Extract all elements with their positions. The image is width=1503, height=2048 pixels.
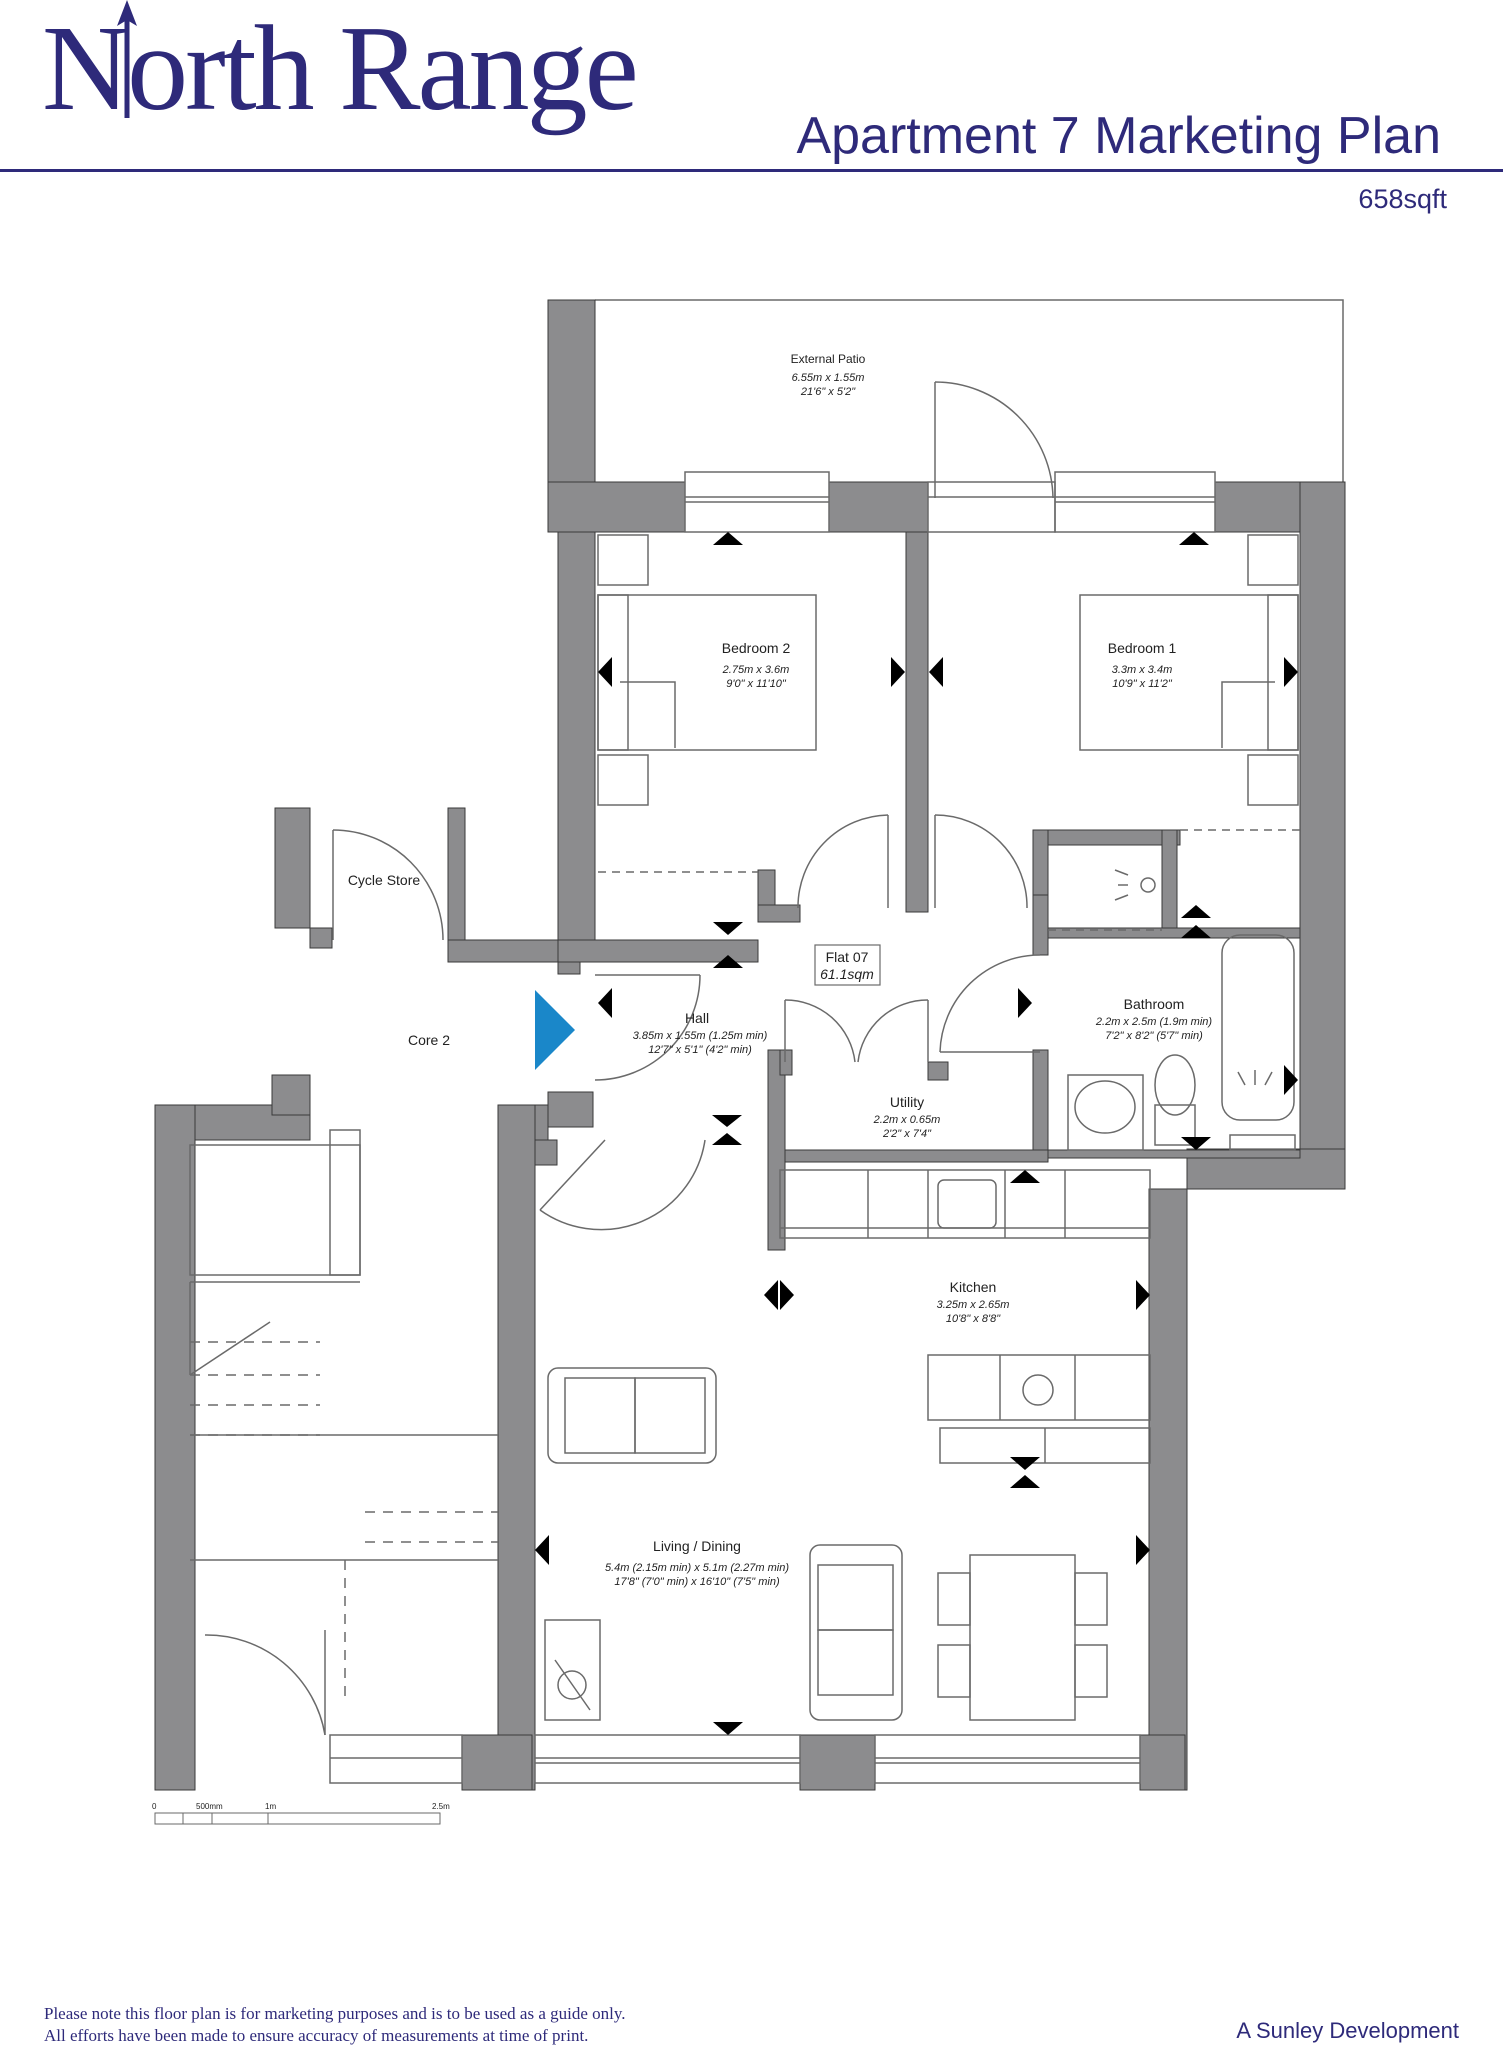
scale-2-5m: 2.5m [432, 1802, 450, 1811]
patio-metric: 6.55m x 1.55m [792, 372, 865, 384]
dimension-markers [535, 532, 1298, 1735]
hall-imperial: 12'7" x 5'1" (4'2" min) [648, 1044, 752, 1056]
brand-arrow-icon [117, 0, 137, 118]
disclaimer-line-2: All efforts have been made to ensure acc… [44, 2026, 589, 2045]
disclaimer: Please note this floor plan is for marke… [44, 2003, 626, 2047]
living-metric: 5.4m (2.15m min) x 5.1m (2.27m min) [605, 1562, 789, 1574]
bath [1221, 934, 1295, 1121]
sofa [547, 1367, 717, 1464]
bedroom2-name: Bedroom 2 [722, 640, 791, 656]
brand-logo: North Range [42, 1, 639, 136]
patio-outline [595, 299, 1344, 482]
patio-name: External Patio [791, 352, 866, 366]
bathroom-name: Bathroom [1124, 996, 1185, 1012]
scale-500mm: 500mm [196, 1802, 223, 1811]
living-name: Living / Dining [653, 1538, 741, 1554]
plan-title: Apartment 7 Marketing Plan [796, 107, 1441, 165]
kitchen-units [779, 1169, 1151, 1239]
utility-metric: 2.2m x 0.65m [873, 1114, 941, 1126]
room-labels: External Patio 6.55m x 1.55m 21'6" x 5'2… [348, 352, 1213, 1588]
hall-metric: 3.85m x 1.55m (1.25m min) [633, 1030, 768, 1042]
kitchen-name: Kitchen [950, 1279, 997, 1295]
hall-name: Hall [685, 1010, 709, 1026]
flat-label-box [814, 944, 881, 986]
doors [204, 381, 1054, 1736]
scale-bar: 0 500mm 1m 2.5m [152, 1802, 450, 1825]
cycle-store-name: Cycle Store [348, 872, 421, 888]
bedroom1-metric: 3.3m x 3.4m [1112, 664, 1173, 676]
dining-table [969, 1554, 1076, 1721]
windows [329, 471, 1216, 1784]
bedroom2-metric: 2.75m x 3.6m [722, 664, 790, 676]
walls [154, 299, 1346, 1791]
kitchen-imperial: 10'8" x 8'8" [946, 1313, 1001, 1325]
bedroom1-name: Bedroom 1 [1108, 640, 1177, 656]
core-name: Core 2 [408, 1032, 450, 1048]
utility-name: Utility [890, 1094, 924, 1110]
furniture [189, 534, 1300, 1721]
entrance-marker [535, 990, 575, 1070]
living-imperial: 17'8" (7'0" min) x 16'10" (7'5" min) [614, 1576, 780, 1588]
flat-name: Flat 07 [826, 949, 869, 965]
flat-area: 61.1sqm [820, 966, 874, 982]
scale-0: 0 [152, 1802, 157, 1811]
bathroom-metric: 2.2m x 2.5m (1.9m min) [1095, 1016, 1212, 1028]
patio-imperial: 21'6" x 5'2" [800, 386, 856, 398]
header-rule [0, 169, 1503, 172]
kitchen-metric: 3.25m x 2.65m [937, 1299, 1010, 1311]
kitchen-island [927, 1354, 1151, 1421]
sofa-2 [809, 1544, 903, 1721]
developer-credit: A Sunley Development [1236, 2018, 1459, 2043]
bathroom-imperial: 7'2" x 8'2" (5'7" min) [1105, 1030, 1203, 1042]
area-label: 658sqft [1358, 184, 1447, 214]
bedroom1-imperial: 10'9" x 11'2" [1112, 678, 1173, 690]
scale-1m: 1m [265, 1802, 276, 1811]
disclaimer-line-1: Please note this floor plan is for marke… [44, 2004, 626, 2023]
bedroom2-imperial: 9'0" x 11'10" [726, 678, 787, 690]
utility-imperial: 2'2" x 7'4" [882, 1128, 932, 1140]
